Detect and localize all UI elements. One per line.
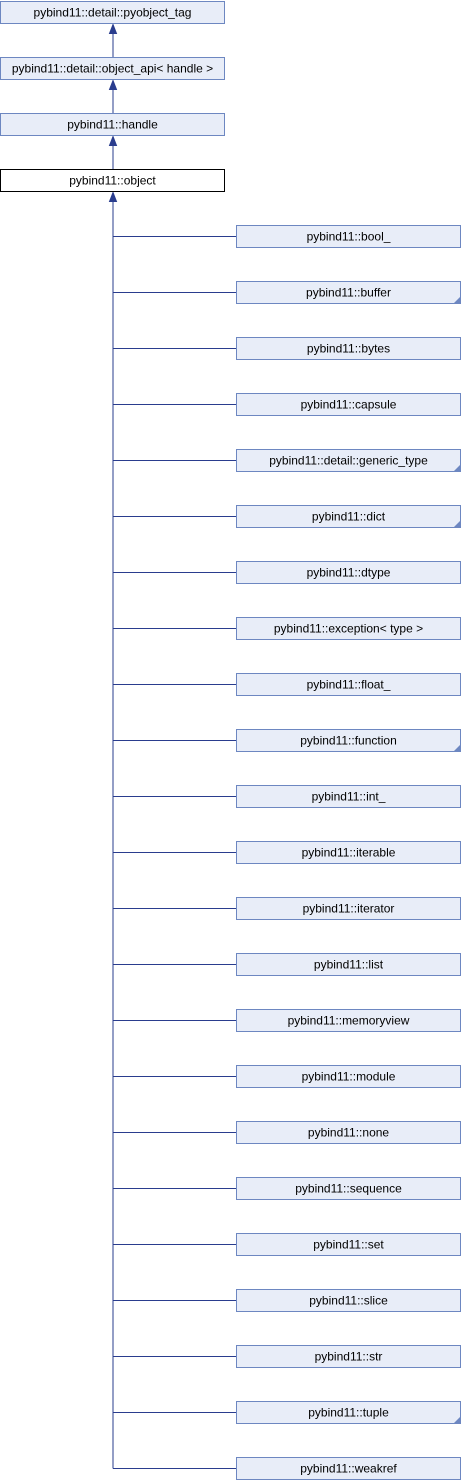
class-node-str-label: pybind11::str	[315, 1350, 383, 1364]
class-node-float[interactable]: pybind11::float_	[236, 673, 461, 696]
class-node-capsule[interactable]: pybind11::capsule	[236, 393, 461, 416]
more-subclasses-marker	[453, 520, 461, 528]
class-node-exception-type[interactable]: pybind11::exception< type >	[236, 617, 461, 640]
class-node-detail-generic-type-label: pybind11::detail::generic_type	[269, 454, 428, 468]
class-node-slice-box[interactable]	[236, 1289, 461, 1312]
class-node-set-box[interactable]	[236, 1233, 461, 1256]
class-node-handle[interactable]: pybind11::handle	[0, 113, 225, 136]
class-node-bytes-label: pybind11::bytes	[307, 342, 390, 356]
class-node-detail-pyobject-tag[interactable]: pybind11::detail::pyobject_tag	[0, 1, 225, 24]
class-node-detail-pyobject-tag-label: pybind11::detail::pyobject_tag	[34, 6, 192, 20]
class-node-int-label: pybind11::int_	[312, 790, 386, 804]
class-node-bool[interactable]: pybind11::bool_	[236, 225, 461, 248]
class-node-detail-generic-type-box[interactable]	[236, 449, 461, 472]
class-node-detail-generic-type[interactable]: pybind11::detail::generic_type	[236, 449, 461, 472]
class-node-object-current-box[interactable]	[0, 169, 225, 192]
class-node-str-box[interactable]	[236, 1345, 461, 1368]
class-node-dtype[interactable]: pybind11::dtype	[236, 561, 461, 584]
class-node-dict[interactable]: pybind11::dict	[236, 505, 461, 528]
class-node-weakref[interactable]: pybind11::weakref	[236, 1457, 461, 1480]
class-node-float-label: pybind11::float_	[307, 678, 391, 692]
class-node-bytes[interactable]: pybind11::bytes	[236, 337, 461, 360]
more-subclasses-marker	[453, 296, 461, 304]
class-node-capsule-label: pybind11::capsule	[301, 398, 397, 412]
class-node-buffer-label: pybind11::buffer	[306, 286, 391, 300]
class-node-set-label: pybind11::set	[313, 1238, 384, 1252]
class-node-detail-pyobject-tag-box[interactable]	[0, 1, 225, 24]
class-node-dtype-label: pybind11::dtype	[307, 566, 391, 580]
class-node-dict-label: pybind11::dict	[312, 510, 386, 524]
class-node-sequence-box[interactable]	[236, 1177, 461, 1200]
class-node-iterator-label: pybind11::iterator	[303, 902, 395, 916]
class-node-bytes-box[interactable]	[236, 337, 461, 360]
class-node-detail-object-api-handle-box[interactable]	[0, 57, 225, 80]
class-node-float-box[interactable]	[236, 673, 461, 696]
class-node-iterator[interactable]: pybind11::iterator	[236, 897, 461, 920]
class-node-detail-object-api-handle-label: pybind11::detail::object_api< handle >	[12, 62, 213, 76]
class-node-handle-label: pybind11::handle	[67, 118, 158, 132]
class-node-bool-label: pybind11::bool_	[307, 230, 391, 244]
class-node-sequence[interactable]: pybind11::sequence	[236, 1177, 461, 1200]
class-node-function-label: pybind11::function	[300, 734, 397, 748]
class-node-slice-label: pybind11::slice	[309, 1294, 388, 1308]
class-node-exception-type-label: pybind11::exception< type >	[274, 622, 423, 636]
class-node-bool-box[interactable]	[236, 225, 461, 248]
class-node-function-box[interactable]	[236, 729, 461, 752]
class-node-iterable-box[interactable]	[236, 841, 461, 864]
class-node-tuple[interactable]: pybind11::tuple	[236, 1401, 461, 1424]
class-node-module[interactable]: pybind11::module	[236, 1065, 461, 1088]
class-node-buffer-box[interactable]	[236, 281, 461, 304]
inheritance-arrowhead	[108, 191, 118, 202]
class-node-module-box[interactable]	[236, 1065, 461, 1088]
class-node-weakref-label: pybind11::weakref	[300, 1462, 397, 1476]
class-node-handle-box[interactable]	[0, 113, 225, 136]
class-node-iterator-box[interactable]	[236, 897, 461, 920]
class-node-object-current-label: pybind11::object	[69, 174, 156, 188]
class-node-int-box[interactable]	[236, 785, 461, 808]
class-node-str[interactable]: pybind11::str	[236, 1345, 461, 1368]
class-node-sequence-label: pybind11::sequence	[295, 1182, 402, 1196]
class-node-object-current[interactable]: pybind11::object	[0, 169, 225, 192]
inheritance-arrowhead	[108, 23, 118, 34]
class-node-int[interactable]: pybind11::int_	[236, 785, 461, 808]
class-node-tuple-box[interactable]	[236, 1401, 461, 1424]
class-node-module-label: pybind11::module	[302, 1070, 396, 1084]
more-subclasses-marker	[453, 464, 461, 472]
class-node-set[interactable]: pybind11::set	[236, 1233, 461, 1256]
inheritance-edges	[108, 23, 237, 1469]
class-node-list[interactable]: pybind11::list	[236, 953, 461, 976]
class-node-iterable[interactable]: pybind11::iterable	[236, 841, 461, 864]
class-node-dict-box[interactable]	[236, 505, 461, 528]
class-node-none-box[interactable]	[236, 1121, 461, 1144]
class-node-exception-type-box[interactable]	[236, 617, 461, 640]
class-node-list-box[interactable]	[236, 953, 461, 976]
class-node-slice[interactable]: pybind11::slice	[236, 1289, 461, 1312]
class-node-memoryview-box[interactable]	[236, 1009, 461, 1032]
class-node-dtype-box[interactable]	[236, 561, 461, 584]
class-node-tuple-label: pybind11::tuple	[308, 1406, 389, 1420]
class-node-memoryview[interactable]: pybind11::memoryview	[236, 1009, 461, 1032]
inheritance-arrowhead	[108, 79, 118, 90]
class-node-none-label: pybind11::none	[308, 1126, 390, 1140]
class-node-memoryview-label: pybind11::memoryview	[288, 1014, 410, 1028]
class-node-function[interactable]: pybind11::function	[236, 729, 461, 752]
class-node-iterable-label: pybind11::iterable	[302, 846, 396, 860]
more-subclasses-marker	[453, 1416, 461, 1424]
class-node-detail-object-api-handle[interactable]: pybind11::detail::object_api< handle >	[0, 57, 225, 80]
class-node-none[interactable]: pybind11::none	[236, 1121, 461, 1144]
class-node-capsule-box[interactable]	[236, 393, 461, 416]
class-node-list-label: pybind11::list	[314, 958, 384, 972]
more-subclasses-marker	[453, 744, 461, 752]
class-node-buffer[interactable]: pybind11::buffer	[236, 281, 461, 304]
inheritance-arrowhead	[108, 135, 118, 146]
